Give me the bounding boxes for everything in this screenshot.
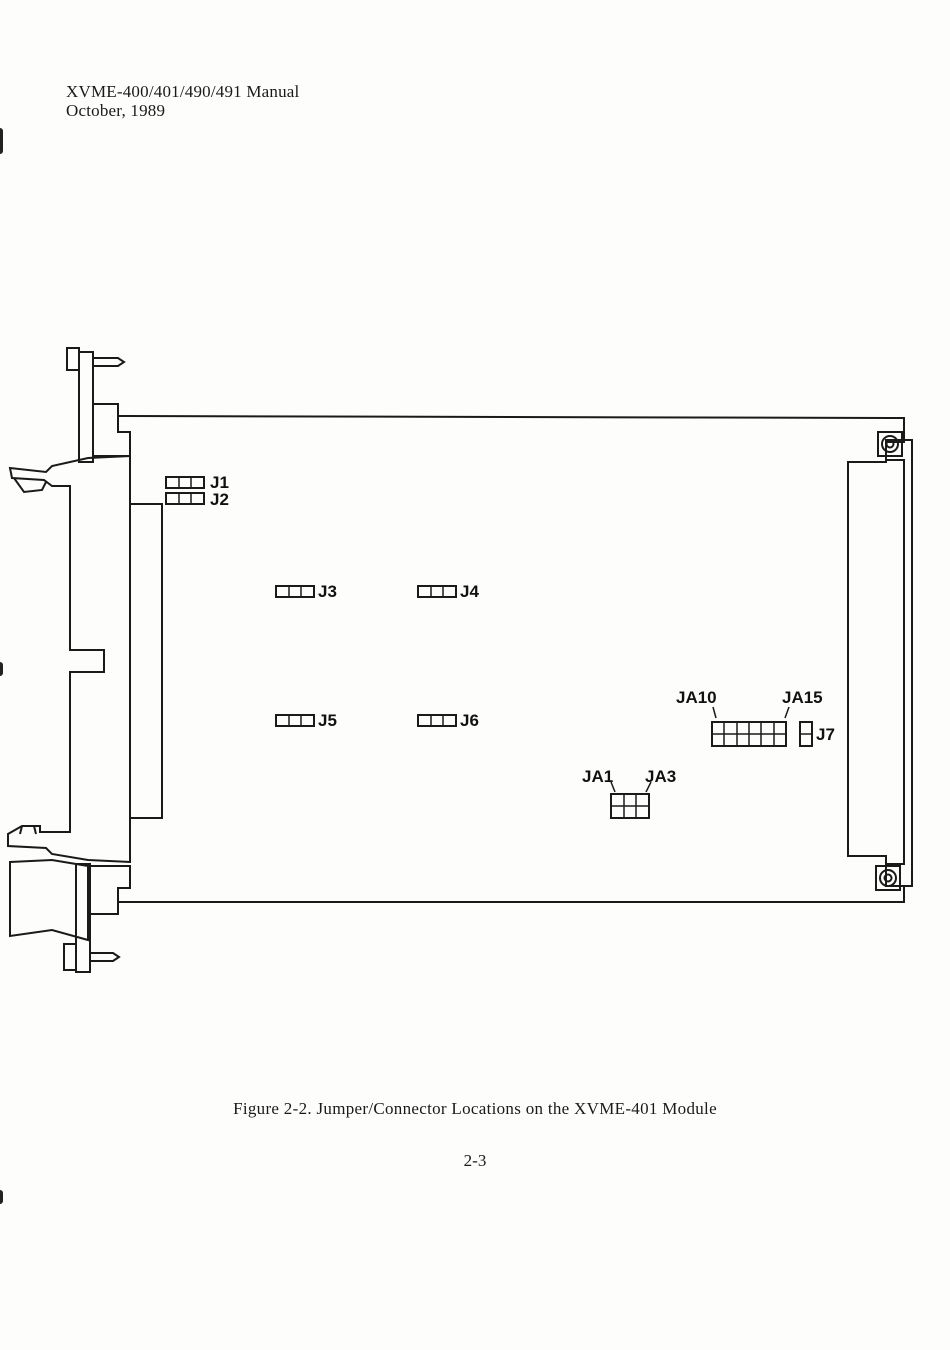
bottom-ejector-handle [64,864,130,972]
jumper-j5 [276,715,314,726]
circuit-board-outline [118,416,904,902]
label-ja1: JA1 [582,767,613,786]
figure-caption: Figure 2-2. Jumper/Connector Locations o… [0,1099,950,1119]
label-ja3: JA3 [645,767,676,786]
jumper-j2 [166,493,204,504]
jumper-block-ja1-ja3 [611,782,651,818]
jumper-j4 [418,586,456,597]
front-panel [8,456,162,940]
jumper-j3 [276,586,314,597]
label-ja15: JA15 [782,688,823,707]
label-j3: J3 [318,582,337,601]
jumper-j7 [800,722,812,746]
label-j4: J4 [460,582,479,601]
page-number: 2-3 [0,1151,950,1171]
label-j5: J5 [318,711,337,730]
jumper-j6 [418,715,456,726]
jumper-block-ja10-ja15 [712,707,789,746]
label-ja10: JA10 [676,688,717,707]
label-j7: J7 [816,725,835,744]
label-j6: J6 [460,711,479,730]
top-ejector-handle [67,348,130,462]
label-j2: J2 [210,490,229,509]
rear-connector [848,432,912,890]
jumper-j1 [166,477,204,488]
